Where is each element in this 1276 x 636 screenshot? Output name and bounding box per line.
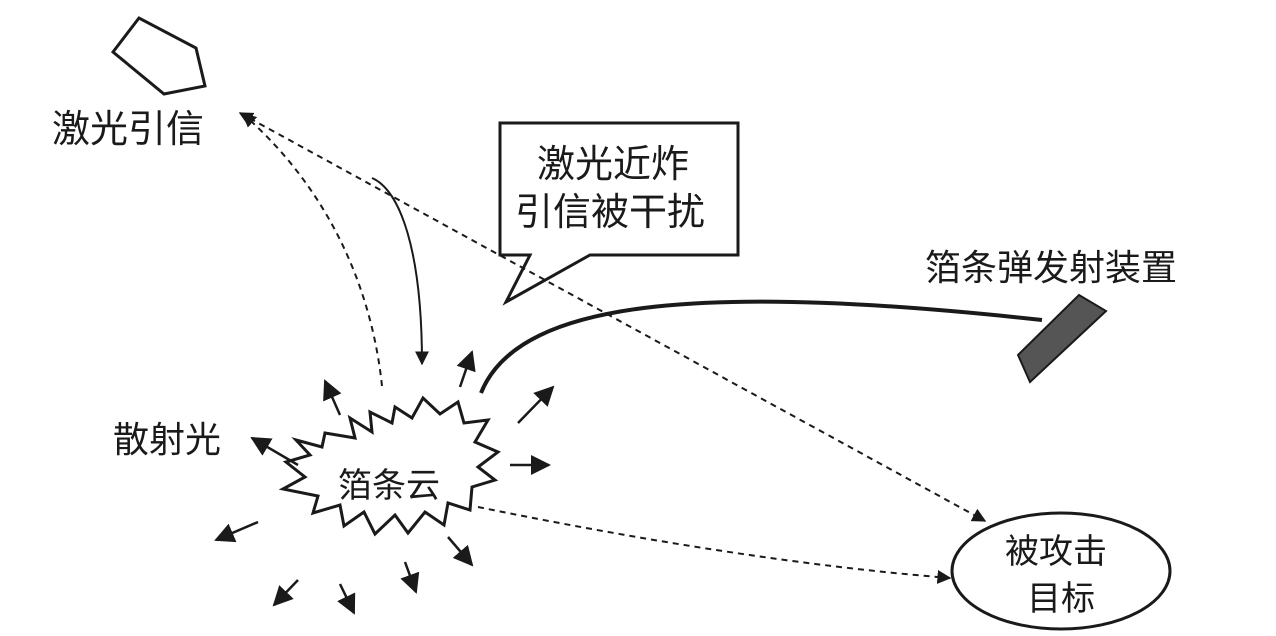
scatter-arrow	[323, 379, 342, 416]
target-label-line-2: 目标	[1027, 579, 1095, 619]
callout-line-1: 激光近炸	[537, 142, 689, 186]
scatter-arrow	[456, 350, 476, 388]
laser-fuze-shape	[110, 16, 207, 96]
chaff-cloud-label: 箔条云	[338, 466, 440, 506]
scatter-arrow	[214, 520, 259, 543]
scatter-return-path	[241, 113, 383, 387]
cloud-to-target-path	[477, 506, 952, 584]
laser-emission-path	[371, 177, 429, 366]
chaff-launcher-shape	[1016, 293, 1108, 384]
scatter-arrow	[517, 385, 555, 424]
laser-beam-to-target	[238, 112, 987, 522]
scatter-arrow	[447, 536, 474, 567]
scatter-arrow	[400, 561, 420, 594]
scatter-arrow	[272, 579, 299, 607]
launcher-label: 箔条弹发射装置	[925, 248, 1177, 289]
chaff-cloud-shape	[278, 395, 501, 537]
target-ellipse	[950, 511, 1172, 631]
scatter-arrows	[214, 350, 555, 615]
scatter-arrow	[337, 583, 356, 615]
target-label-line-1: 被攻击	[1005, 532, 1107, 572]
scattered-light-label: 散射光	[113, 420, 221, 461]
chaff-trajectory	[479, 299, 1043, 394]
laser-fuze-label: 激光引信	[52, 107, 204, 151]
callout-line-2: 引信被干扰	[515, 190, 705, 234]
scatter-arrow	[250, 436, 299, 467]
